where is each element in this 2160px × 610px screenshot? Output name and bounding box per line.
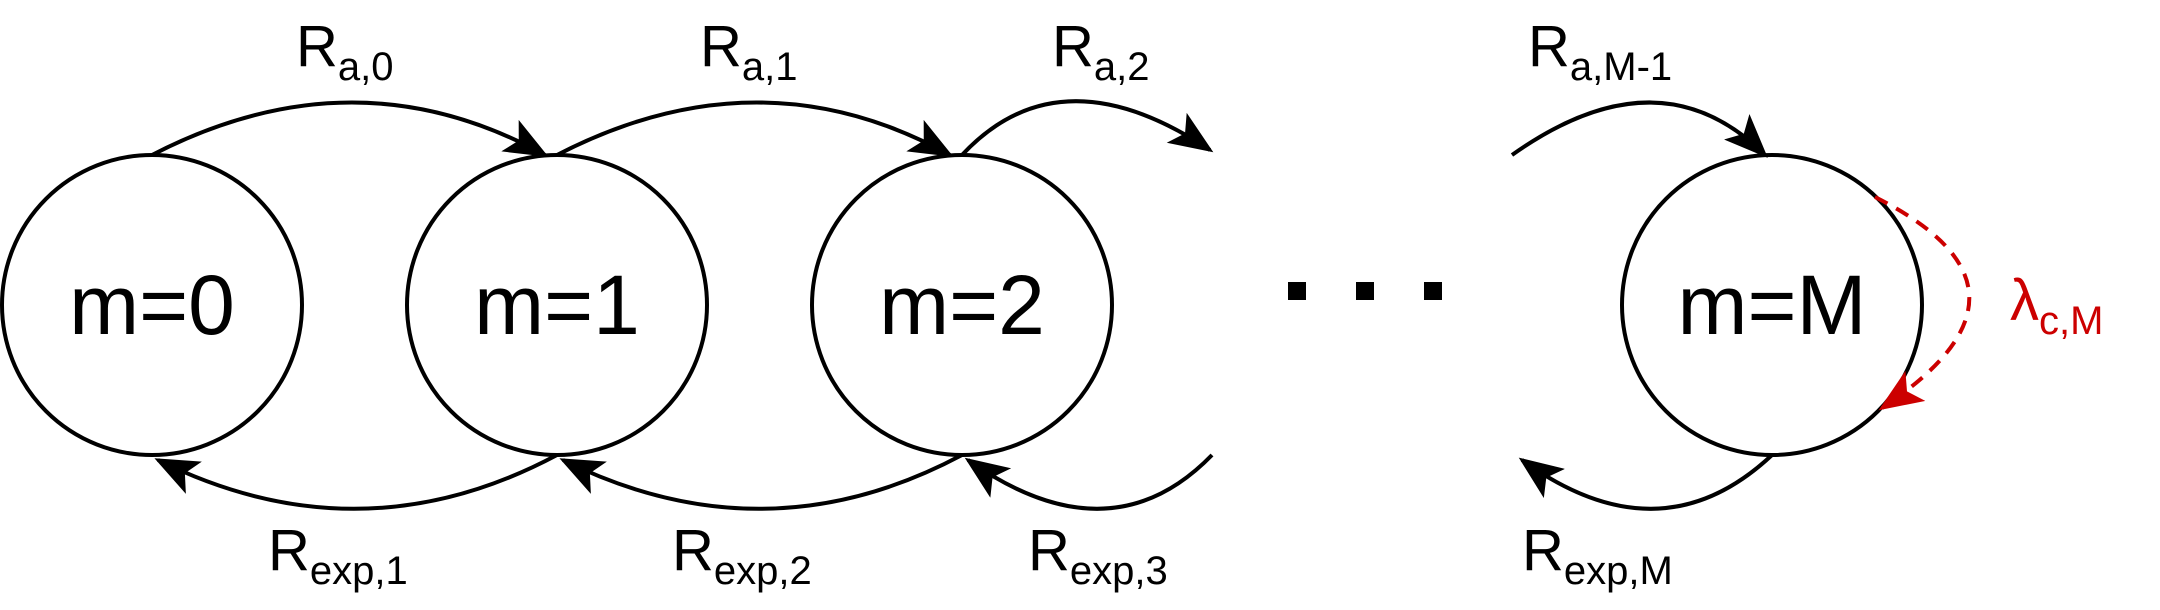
edge-a1 xyxy=(556,100,954,157)
label-aM1: Ra,M-1 xyxy=(1528,14,1672,89)
ellipsis-dot-2 xyxy=(1356,282,1374,300)
label-exp3: Rexp,3 xyxy=(1028,518,1168,593)
node-m2-label: m=2 xyxy=(879,258,1045,352)
edge-expM xyxy=(1518,453,1774,511)
edge-exp1 xyxy=(154,453,558,511)
node-m2: m=2 xyxy=(810,153,1114,457)
edge-exp3 xyxy=(964,453,1214,511)
label-exp1: Rexp,1 xyxy=(268,518,408,593)
edge-exp2 xyxy=(559,453,963,511)
label-a0: Ra,0 xyxy=(296,14,394,89)
node-m0-label: m=0 xyxy=(69,258,235,352)
edge-a0 xyxy=(151,100,549,157)
edge-self-loop-mM xyxy=(1874,195,1972,411)
ellipsis-dot-3 xyxy=(1424,282,1442,300)
edge-aM1 xyxy=(1510,100,1768,158)
node-m1-label: m=1 xyxy=(474,258,640,352)
label-expM: Rexp,M xyxy=(1522,518,1673,593)
label-self-loop: λc,M xyxy=(2010,268,2103,343)
node-mM: m=M xyxy=(1620,153,1924,457)
node-mM-label: m=M xyxy=(1678,258,1867,352)
node-m1: m=1 xyxy=(405,153,709,457)
edge-a2 xyxy=(960,99,1214,157)
node-m0: m=0 xyxy=(0,153,304,457)
ellipsis-dot-1 xyxy=(1288,282,1306,300)
label-a2: Ra,2 xyxy=(1052,14,1150,89)
label-a1: Ra,1 xyxy=(700,14,798,89)
ellipsis xyxy=(1288,282,1442,300)
label-exp2: Rexp,2 xyxy=(672,518,812,593)
